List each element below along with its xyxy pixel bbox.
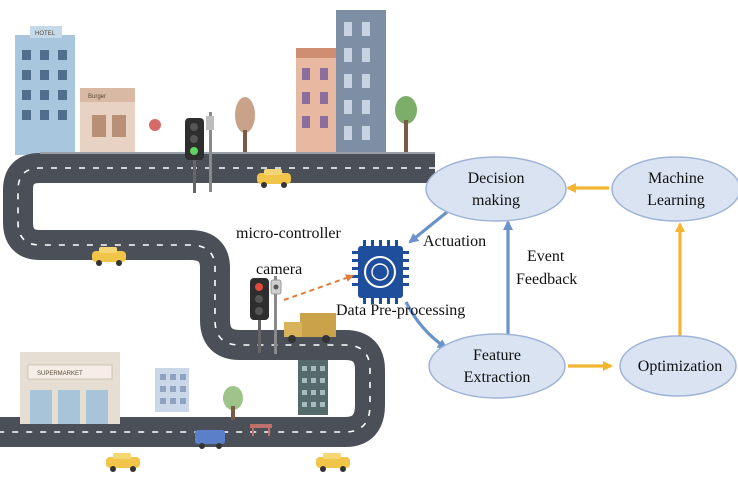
node-feature-extraction-line1: Feature <box>473 347 521 364</box>
supermarket-sign: SUPERMARKET <box>37 371 83 377</box>
preprocessing-arrow <box>404 301 448 350</box>
tree-icon <box>223 386 243 420</box>
camera-label: camera <box>256 261 302 278</box>
traffic-light-icon <box>185 112 214 193</box>
building-icon <box>296 48 336 155</box>
car-icon <box>257 169 291 188</box>
building-icon <box>336 10 386 155</box>
node-feature-extraction-line2: Extraction <box>464 369 531 386</box>
traffic-light-icon <box>250 276 277 354</box>
road <box>0 152 435 447</box>
micro-controller-label: micro-controller <box>236 225 342 242</box>
hotel-building-icon: HOTEL <box>15 26 75 155</box>
building-icon <box>155 368 189 412</box>
car-icon <box>195 430 225 449</box>
node-feature-extraction: Feature Extraction <box>428 333 566 399</box>
burger-sign: Burger <box>88 94 106 100</box>
node-machine-learning-line2: Learning <box>647 192 705 209</box>
car-icon <box>106 453 140 472</box>
actuation-arrow <box>408 206 454 244</box>
actuation-label: Actuation <box>423 233 486 250</box>
node-optimization: Optimization <box>619 335 737 397</box>
car-icon <box>92 247 126 266</box>
event-label: Event <box>527 248 565 265</box>
burger-shop-icon: Burger <box>80 88 135 155</box>
node-machine-learning-line1: Machine <box>648 170 704 187</box>
node-decision-making-line2: making <box>472 192 520 209</box>
feedback-label: Feedback <box>516 271 577 288</box>
bench-icon <box>250 424 272 436</box>
camera-to-controller-link <box>283 274 354 301</box>
node-machine-learning: Machine Learning <box>611 156 738 222</box>
tree-icon <box>395 96 417 152</box>
tree-icon <box>149 119 161 131</box>
node-decision-making-line1: Decision <box>468 170 525 187</box>
truck-icon <box>284 313 336 343</box>
car-icon <box>316 453 350 472</box>
city-background: HOTEL Burger <box>15 10 417 155</box>
node-optimization-label: Optimization <box>638 358 722 375</box>
hotel-sign: HOTEL <box>35 31 56 37</box>
tree-icon <box>235 97 255 152</box>
building-icon <box>298 360 328 415</box>
node-decision-making: Decision making <box>425 156 567 222</box>
supermarket-building-icon: SUPERMARKET <box>20 352 120 424</box>
data-preprocessing-label: Data Pre-processing <box>336 302 465 319</box>
microcontroller-chip-icon <box>352 240 409 304</box>
camera-icon <box>270 279 282 295</box>
